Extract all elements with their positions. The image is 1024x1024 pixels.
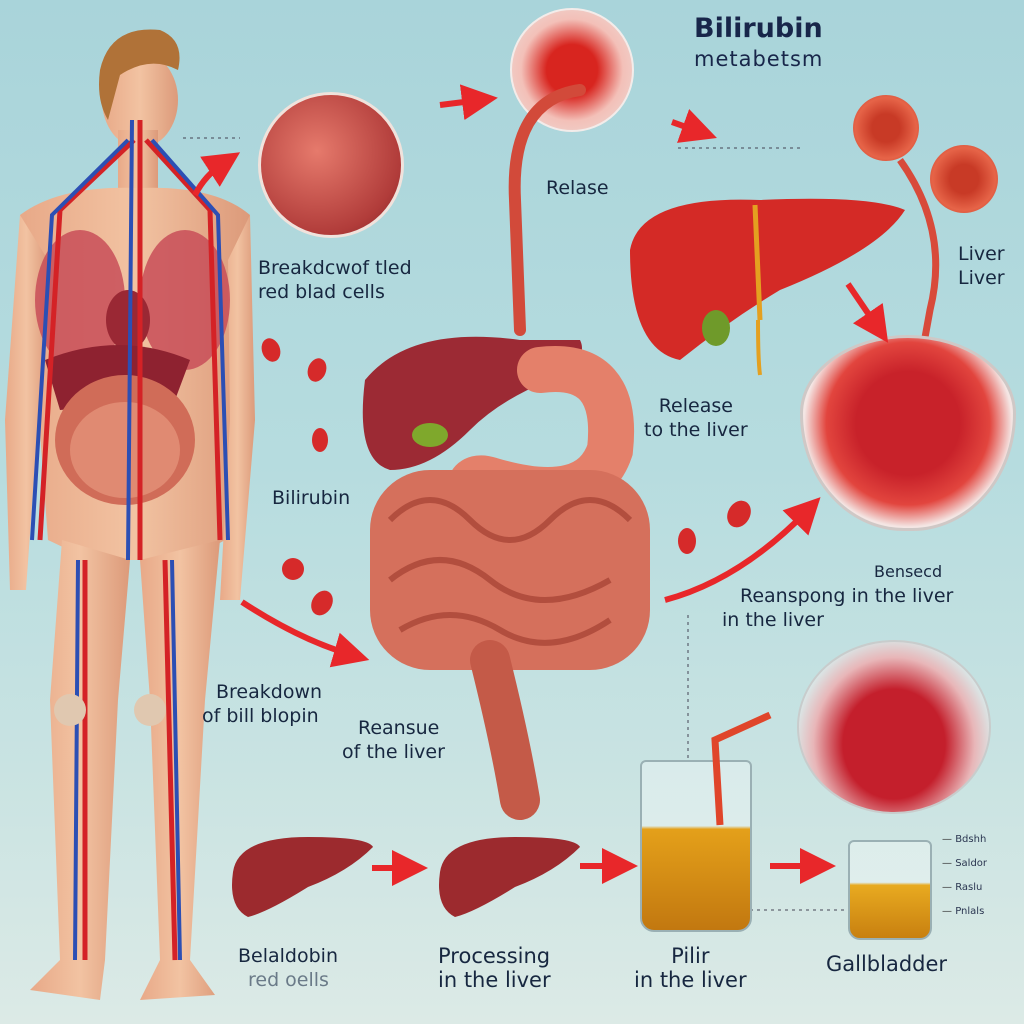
- rbc-breakdown-magnified-circle: [258, 92, 404, 238]
- label-line: Bensecd: [874, 562, 943, 581]
- central-organs-illustration: [362, 336, 650, 820]
- label-line: Liver: [958, 267, 1005, 289]
- gallbladder-cup-icon: [848, 840, 932, 940]
- bilirubin-tube: [508, 84, 586, 336]
- label-reabsorb: Bensecd Reanspong in the liver in the li…: [722, 560, 953, 632]
- liver-illustration-bright: [630, 198, 905, 376]
- label-line: Reanspong in the liver: [740, 585, 954, 607]
- legend-item: Raslu: [942, 876, 987, 900]
- label-release-top: Relase: [546, 177, 609, 199]
- label-line: red blad cells: [258, 281, 385, 303]
- label-line: in the liver: [438, 968, 551, 992]
- label-bilirubin-mid: Bilirubin: [272, 487, 351, 509]
- label-line: Liver: [958, 243, 1005, 265]
- label-line: Breakdown: [216, 681, 323, 703]
- label-breakdown-top: Breakdcwof tled red blad cells: [258, 256, 412, 304]
- diagram-title: Bilirubin metabetsm: [694, 14, 823, 74]
- vessel-to-bowl: [897, 157, 940, 421]
- label-line: red oells: [248, 969, 329, 991]
- red-blood-cell: [282, 558, 304, 580]
- label-line: Release: [658, 395, 733, 417]
- bile-beaker-icon: [640, 760, 752, 932]
- label-line: to the liver: [644, 419, 748, 441]
- title-line1: Bilirubin: [694, 13, 823, 44]
- step-label-3: Pilir in the liver: [634, 944, 747, 992]
- rbc-bowl: [800, 335, 1016, 531]
- label-breakdown-bottom: Breakdown of bill blopin: [202, 680, 322, 728]
- step-label-4: Gallbladder: [826, 952, 948, 976]
- red-blood-cell: [678, 528, 696, 554]
- label-reabsure: Reansue of the liver: [342, 716, 445, 764]
- liver-icon: [232, 837, 373, 917]
- label-line: Processing: [438, 944, 551, 968]
- cup-legend: Bdshh Saldor Raslu Pnlals: [942, 828, 987, 924]
- label-line: in the liver: [722, 609, 824, 631]
- label-line: of bill blopin: [202, 705, 319, 727]
- red-blood-cell: [312, 428, 328, 452]
- legend-item: Bdshh: [942, 828, 987, 852]
- liver-icon: [439, 837, 580, 917]
- legend-item: Saldor: [942, 852, 987, 876]
- label-line: Reansue: [358, 717, 440, 739]
- beaker-straw: [711, 711, 772, 826]
- step-label-2: Processing in the liver: [438, 944, 551, 992]
- rbc-glass-bowl: [797, 640, 991, 814]
- label-line: in the liver: [634, 968, 747, 992]
- label-line: Breakdcwof tled: [258, 257, 412, 279]
- step-label-1: Belaldobin red oells: [238, 944, 338, 992]
- human-body-illustration: [5, 29, 255, 1000]
- label-release-to-liver: Release to the liver: [644, 394, 748, 442]
- label-liver-right: Liver Liver: [958, 242, 1005, 290]
- label-line: Pilir: [671, 944, 710, 968]
- red-blood-cell: [930, 145, 998, 213]
- label-line: of the liver: [342, 741, 445, 763]
- legend-item: Pnlals: [942, 900, 987, 924]
- red-blood-cell: [853, 95, 919, 161]
- title-line2: metabetsm: [694, 47, 824, 71]
- label-line: Belaldobin: [238, 945, 338, 967]
